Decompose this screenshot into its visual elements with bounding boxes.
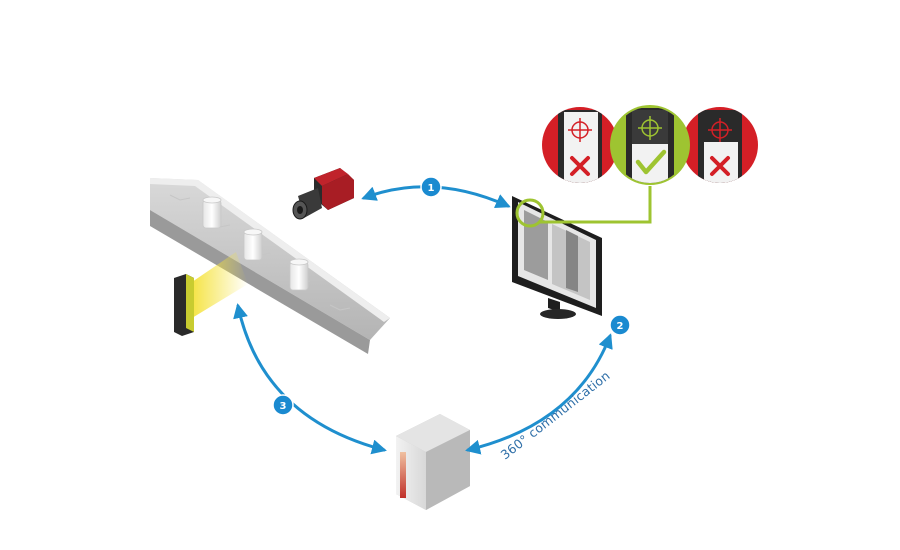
inspection-result-reject [682,107,758,183]
step-badge-1: 1 [420,176,442,198]
inspection-result-accept [610,105,690,185]
step-badge-2: 2 [609,314,631,336]
step-badge-3: 3 [272,394,294,416]
check-mark-icon [635,149,667,175]
crosshair-icon [568,118,592,142]
step-number: 1 [428,183,435,194]
monitor-icon [512,196,602,319]
step-number: 2 [617,321,624,332]
zoom-circle [515,198,545,228]
zoom-connector-line [540,186,652,224]
communication-label: 360° communication [498,368,613,463]
controller-icon [396,414,470,510]
light-unit [174,252,248,336]
inspection-result-reject [542,107,618,183]
bottle [289,258,309,291]
bottle [202,196,222,229]
crosshair-icon [708,118,732,142]
x-mark-icon [710,156,730,176]
arrow-monitor-controller [465,333,613,455]
camera-icon [292,168,354,220]
step-number: 3 [280,401,287,412]
crosshair-icon [638,116,662,140]
bottle [243,228,263,261]
x-mark-icon [570,156,590,176]
